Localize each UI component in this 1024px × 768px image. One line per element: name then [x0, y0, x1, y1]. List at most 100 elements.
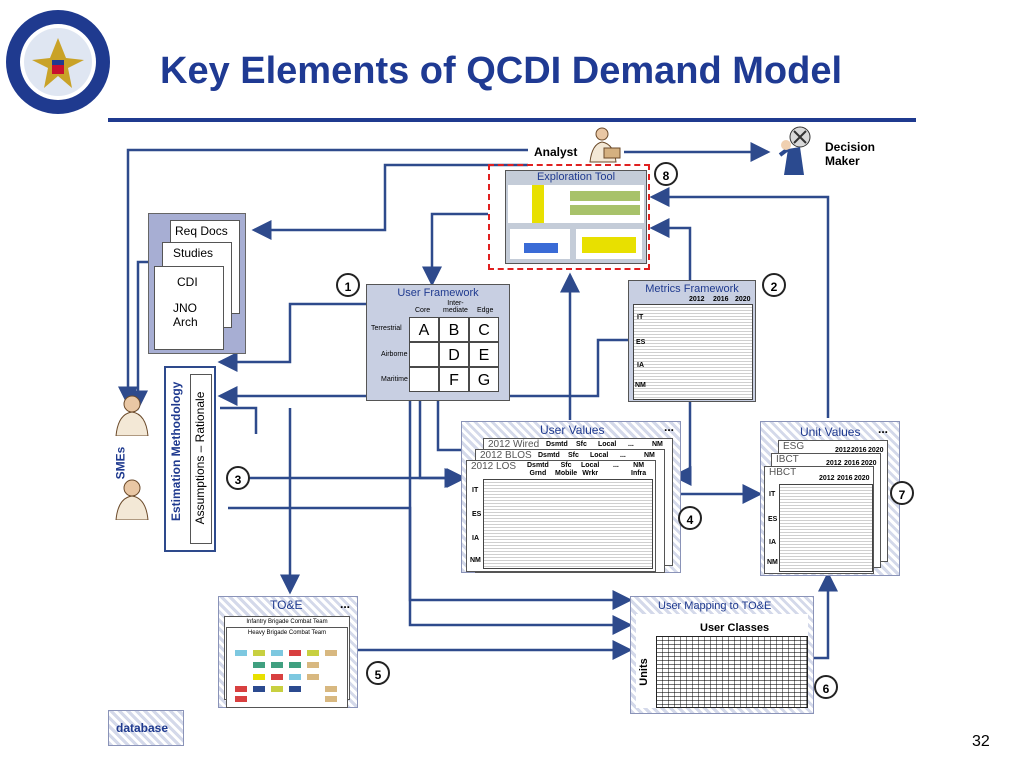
uv-blos-col-nm: NM — [644, 452, 655, 459]
uf-cell-g: G — [469, 367, 499, 392]
mf-group-es: ES — [636, 339, 646, 346]
step-4-badge: 4 — [678, 506, 702, 530]
arrow-analyst-to-smes — [118, 148, 528, 407]
mf-group-ia: IA — [637, 362, 644, 369]
title-underline — [108, 118, 916, 122]
uv-wired-title: 2012 Wired — [488, 439, 540, 450]
unitv-esg-2012: 2012 — [835, 447, 851, 454]
uf-col-edge: Edge — [477, 307, 494, 314]
uv-wired-col-nm: NM — [652, 441, 663, 448]
exploration-tool-title: Exploration Tool — [536, 171, 616, 183]
step-8-badge: 8 — [654, 162, 678, 186]
step-5-badge: 5 — [366, 661, 390, 685]
uf-row-maritime: Maritime — [381, 376, 408, 383]
unitv-ibct-2016: 2016 — [844, 460, 860, 467]
uv-los-col-nm: NM Infra — [631, 462, 647, 477]
uv-wired-col-sfc: Sfc — [576, 441, 587, 448]
toe-ellipsis: ... — [340, 597, 351, 611]
uv-wired-col-dsmtd: Dsmtd — [546, 441, 568, 448]
unitv-hbct-2012: 2012 — [819, 475, 835, 482]
unit-values-ellipsis: ... — [878, 422, 889, 436]
user-mapping-title: User Mapping to TO&E — [658, 600, 772, 612]
unitv-ibct-2020: 2020 — [861, 460, 877, 467]
database-legend-label: database — [116, 721, 169, 735]
uv-group-es: ES — [472, 511, 482, 518]
unitv-esg-2016: 2016 — [851, 447, 867, 454]
decision-maker-label: Decision Maker — [825, 140, 876, 168]
sme-person-icon-2 — [115, 479, 149, 520]
unitv-esg-2020: 2020 — [868, 447, 884, 454]
decision-maker-icon — [778, 126, 811, 175]
mf-group-nm: NM — [635, 382, 646, 389]
uv-los-col-dsmtd: Dsmtd Grnd — [527, 462, 549, 477]
metrics-framework: Metrics Framework 2012 2016 2020 IT ES I… — [628, 280, 756, 402]
exploration-tool-highlight — [488, 164, 650, 270]
uv-los-col-more: ... — [613, 462, 619, 469]
metrics-framework-title: Metrics Framework — [645, 283, 739, 295]
mf-group-it: IT — [637, 314, 644, 321]
toe-hbct-title: Heavy Brigade Combat Team — [247, 630, 327, 636]
exploration-tool-top-panel — [508, 185, 644, 223]
mf-year-2012: 2012 — [689, 296, 705, 303]
uf-col-core: Core — [415, 307, 431, 314]
uv-los-col-local: Local Wrkr — [581, 462, 600, 477]
uf-cell-b: B — [439, 317, 469, 342]
assumptions-rationale-label: Assumptions – Rationale — [193, 391, 207, 525]
unitv-ibct-2012: 2012 — [826, 460, 842, 467]
user-framework: User Framework Core Inter- mediate Edge … — [366, 284, 510, 401]
user-values-title: User Values — [540, 423, 605, 437]
uf-cell-e: E — [469, 342, 499, 367]
step-7-badge: 7 — [890, 481, 914, 505]
uv-blos-col-sfc: Sfc — [568, 452, 579, 459]
uv-blos-title: 2012 BLOS — [480, 450, 532, 461]
cdi-label: CDI — [177, 275, 198, 289]
assumptions-rationale-box — [190, 374, 212, 544]
arrow-framework-to-user-mapping — [408, 400, 633, 610]
uf-row-airborne: Airborne — [381, 351, 408, 358]
analyst-label: Analyst — [534, 145, 578, 159]
uv-blos-col-local: Local — [590, 452, 609, 459]
uf-cell-c: C — [469, 317, 499, 342]
toe-org-chart — [235, 650, 337, 702]
arrow-db-to-smes — [128, 260, 148, 411]
step-3-badge: 3 — [226, 466, 250, 490]
analyst-icon — [589, 127, 621, 163]
sme-person-icon-1 — [115, 395, 149, 436]
units-label: Units — [637, 658, 650, 686]
uv-los-title: 2012 LOS — [471, 461, 517, 472]
uv-blos-col-more: ... — [620, 452, 626, 459]
unitv-hbct-title: HBCT — [769, 467, 797, 478]
uf-cell-empty-2 — [409, 367, 439, 392]
step-1-badge: 1 — [336, 273, 360, 297]
uf-cell-f: F — [439, 367, 469, 392]
exploration-tool-gauge-chart — [576, 229, 642, 259]
smes-label: SMEs — [113, 446, 128, 480]
uv-group-it: IT — [472, 487, 479, 494]
uv-group-ia: IA — [472, 535, 479, 542]
arrow-framework-to-values-a — [418, 400, 467, 488]
exploration-tool-bar-chart — [510, 229, 570, 259]
user-framework-title: User Framework — [397, 287, 479, 299]
dod-seal-icon — [6, 10, 110, 114]
step-6-badge: 6 — [814, 675, 838, 699]
estimation-methodology-label: Estimation Methodology — [169, 381, 183, 521]
unit-values-title: Unit Values — [800, 425, 861, 439]
user-classes-label: User Classes — [700, 622, 770, 634]
arrow-analyst-to-req-docs — [251, 163, 528, 240]
studies-label: Studies — [173, 246, 214, 260]
uf-cell-a: A — [409, 317, 439, 342]
toe-title: TO&E — [270, 598, 303, 612]
unitv-ibct-title: IBCT — [776, 454, 799, 465]
unitv-group-es: ES — [768, 516, 778, 523]
uf-row-terrestrial: Terrestrial — [371, 325, 402, 332]
user-values-sheet-los: 2012 LOS Dsmtd Grnd Sfc Mobile Local Wrk… — [466, 460, 656, 572]
step-2-badge: 2 — [762, 273, 786, 297]
arrow-tool-to-user-framework — [422, 212, 488, 287]
arrow-unit-values-to-tool — [649, 187, 830, 418]
slide-title: Key Elements of QCDI Demand Model — [160, 50, 843, 92]
user-mapping-sheet: User Classes Units — [636, 614, 808, 708]
unitv-group-nm: NM — [767, 559, 778, 566]
unitv-hbct-2016: 2016 — [837, 475, 853, 482]
uf-col-intermediate: Inter- mediate — [443, 300, 468, 314]
page-number: 32 — [972, 733, 990, 750]
